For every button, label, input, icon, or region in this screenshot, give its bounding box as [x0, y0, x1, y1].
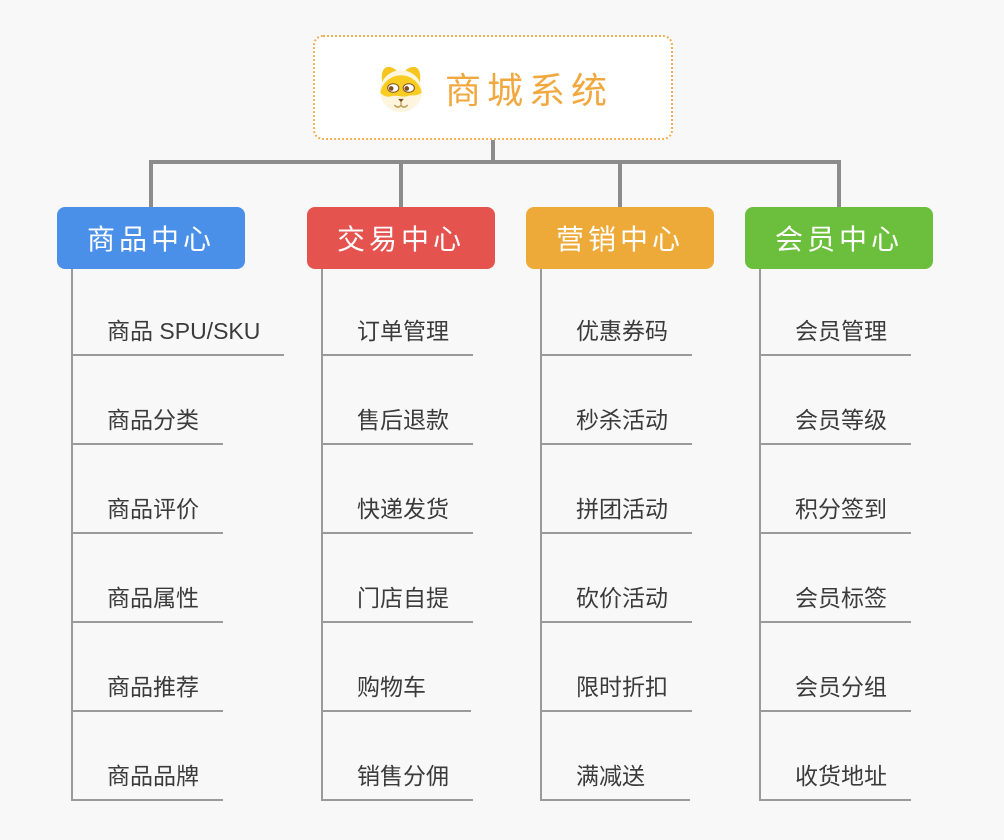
branch-node-2[interactable]: 交易中心	[307, 207, 495, 269]
leaf-node[interactable]: 优惠券码	[540, 267, 692, 356]
branch-label: 会员中心	[774, 224, 903, 255]
leaf-label: 售后退款	[357, 407, 449, 433]
leaf-label: 商品品牌	[107, 763, 199, 789]
leaf-label: 收货地址	[795, 763, 887, 789]
branch-children-4: 会员管理会员等级积分签到会员标签会员分组收货地址	[759, 267, 911, 801]
connector-drop-2	[399, 160, 403, 208]
branch-children-3: 优惠券码秒杀活动拼团活动砍价活动限时折扣满减送	[540, 267, 692, 801]
leaf-label: 会员等级	[795, 407, 887, 433]
branch-node-4[interactable]: 会员中心	[745, 207, 933, 269]
leaf-node[interactable]: 门店自提	[321, 534, 473, 623]
leaf-node[interactable]: 会员管理	[759, 267, 911, 356]
branch-label: 交易中心	[336, 224, 465, 255]
leaf-label: 会员分组	[795, 674, 887, 700]
leaf-node[interactable]: 售后退款	[321, 356, 473, 445]
leaf-label: 会员标签	[795, 585, 887, 611]
root-node[interactable]: 商城系统	[313, 35, 673, 140]
connector-branch-spine-2	[321, 269, 323, 801]
leaf-label: 砍价活动	[576, 585, 668, 611]
leaf-label: 会员管理	[795, 318, 887, 344]
branch-children-1: 商品 SPU/SKU 商品分类商品评价商品属性商品推荐商品品牌	[71, 267, 285, 801]
leaf-node[interactable]: 秒杀活动	[540, 356, 692, 445]
leaf-node[interactable]: 快递发货	[321, 445, 473, 534]
connector-branch-spine-4	[759, 269, 761, 801]
leaf-label: 秒杀活动	[576, 407, 668, 433]
leaf-node[interactable]: 收货地址	[759, 712, 911, 801]
leaf-label: 商品推荐	[107, 674, 199, 700]
branch-label: 商品中心	[86, 224, 215, 255]
leaf-label: 快递发货	[357, 496, 449, 522]
leaf-node[interactable]: 销售分佣	[321, 712, 473, 801]
leaf-label: 限时折扣	[576, 674, 668, 700]
leaf-label: 商品属性	[107, 585, 199, 611]
leaf-label: 拼团活动	[576, 496, 668, 522]
leaf-node[interactable]: 满减送	[540, 712, 690, 801]
branch-children-2: 订单管理售后退款快递发货门店自提购物车销售分佣	[321, 267, 473, 801]
connector-drop-4	[837, 160, 841, 208]
leaf-node[interactable]: 积分签到	[759, 445, 911, 534]
leaf-node[interactable]: 会员分组	[759, 623, 911, 712]
leaf-label: 购物车	[357, 674, 426, 700]
branch-label: 营销中心	[555, 224, 684, 255]
root-title: 商城系统	[444, 69, 613, 111]
leaf-node[interactable]: 商品推荐	[71, 623, 223, 712]
branch-node-1[interactable]: 商品中心	[57, 207, 245, 269]
connector-drop-1	[149, 160, 153, 208]
leaf-label: 商品 SPU/SKU	[107, 318, 261, 344]
leaf-node[interactable]: 商品属性	[71, 534, 223, 623]
leaf-label: 满减送	[576, 763, 645, 789]
leaf-node[interactable]: 商品品牌	[71, 712, 223, 801]
leaf-node[interactable]: 拼团活动	[540, 445, 692, 534]
connector-drop-3	[618, 160, 622, 208]
leaf-label: 销售分佣	[357, 763, 449, 789]
leaf-label: 积分签到	[795, 496, 887, 522]
leaf-label: 门店自提	[357, 585, 449, 611]
leaf-node[interactable]: 订单管理	[321, 267, 473, 356]
leaf-node[interactable]: 会员标签	[759, 534, 911, 623]
connector-branch-spine-1	[71, 269, 73, 801]
dog-face-icon	[379, 66, 422, 112]
leaf-label: 订单管理	[357, 318, 449, 344]
leaf-label: 商品评价	[107, 496, 199, 522]
leaf-node[interactable]: 会员等级	[759, 356, 911, 445]
leaf-node[interactable]: 砍价活动	[540, 534, 692, 623]
leaf-node[interactable]: 商品分类	[71, 356, 223, 445]
leaf-node[interactable]: 商品 SPU/SKU	[71, 267, 285, 356]
leaf-node[interactable]: 购物车	[321, 623, 471, 712]
leaf-label: 优惠券码	[576, 318, 668, 344]
connector-branch-spine-3	[540, 269, 542, 801]
connector-root-stem	[491, 139, 495, 162]
leaf-node[interactable]: 商品评价	[71, 445, 223, 534]
branch-node-3[interactable]: 营销中心	[526, 207, 714, 269]
leaf-label: 商品分类	[107, 407, 199, 433]
connector-horizontal-rail	[149, 160, 841, 164]
leaf-node[interactable]: 限时折扣	[540, 623, 692, 712]
